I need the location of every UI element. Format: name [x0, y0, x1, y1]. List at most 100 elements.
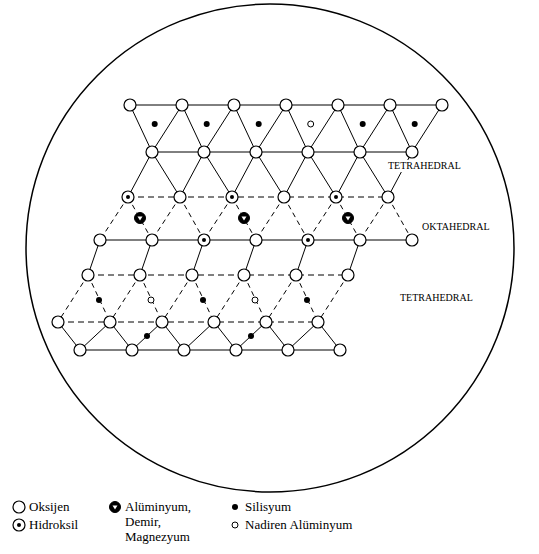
bond-line — [360, 197, 388, 240]
bond-line — [80, 350, 340, 351]
bond-line — [266, 275, 296, 322]
oxygen-atom — [312, 316, 324, 328]
bond-line — [58, 322, 318, 323]
bond-line — [128, 197, 152, 240]
legend-text: Hidroksil — [29, 517, 78, 532]
oxygen-atom — [52, 316, 64, 328]
bond-line — [152, 152, 180, 197]
oxygen-atom — [156, 316, 168, 328]
oxygen-atom — [178, 344, 190, 356]
bond-line — [256, 105, 286, 152]
hydroxyl-atom — [13, 519, 25, 531]
oxygen-atom — [278, 191, 290, 203]
legend-text: Alüminyum, Demir, Magnezyum — [125, 499, 205, 544]
bond-line — [100, 197, 128, 240]
bond-line — [244, 275, 266, 322]
bond-line — [214, 275, 244, 322]
oxygen-atom — [186, 269, 198, 281]
oxygen-atom — [282, 344, 294, 356]
hydroxyl-dot — [334, 195, 338, 199]
octahedral-cation-mark — [113, 506, 118, 510]
hydroxyl-dot — [230, 195, 234, 199]
bond-line — [286, 105, 308, 152]
silicon-atom — [360, 121, 366, 127]
oxygen-atom — [384, 99, 396, 111]
oxygen-atom — [238, 269, 250, 281]
oxygen-atom — [13, 501, 25, 513]
layer-label: OKTAHEDRAL — [420, 221, 492, 233]
bond-line — [204, 105, 234, 152]
magnifier-circle — [26, 4, 514, 492]
bond-line — [140, 275, 162, 322]
bond-line — [152, 197, 180, 240]
bond-line — [256, 152, 284, 197]
layer-label: TETRAHEDRAL — [386, 160, 463, 172]
bond-line — [128, 152, 152, 197]
oxygen-atom — [354, 234, 366, 246]
oxygen-atom — [176, 99, 188, 111]
oxygen-atom — [290, 269, 302, 281]
oxygen-atom — [382, 191, 394, 203]
rare-aluminium-atom — [148, 297, 154, 303]
bond-line — [110, 275, 140, 322]
silicon-atom — [304, 297, 310, 303]
oxygen-atom — [126, 344, 138, 356]
silicon-atom — [232, 504, 238, 510]
bond-line — [130, 105, 152, 152]
silicon-atom — [152, 121, 158, 127]
octahedral-cation-mark — [242, 217, 247, 221]
bond-line — [388, 152, 412, 197]
legend-item: Alüminyum, Demir, Magnezyum — [108, 499, 205, 544]
oxygen-atom — [82, 269, 94, 281]
bond-line — [234, 105, 256, 152]
oxygen-atom — [342, 269, 354, 281]
octahedral-cation — [135, 213, 146, 224]
oxygen-atom — [354, 146, 366, 158]
octahedral-cation-mark — [346, 217, 351, 221]
bond-line — [162, 275, 192, 322]
silicon-atom — [144, 333, 150, 339]
bond-line — [192, 275, 214, 322]
legend-swatch — [228, 499, 242, 514]
silicon-atom — [200, 297, 206, 303]
bond-line — [308, 152, 336, 197]
bond-line — [284, 152, 308, 197]
hydroxyl-atom — [302, 234, 314, 246]
bond-line — [256, 197, 284, 240]
oxygen-atom — [94, 234, 106, 246]
bond-line — [204, 197, 232, 240]
oxygen-atom — [436, 99, 448, 111]
octahedral-cation — [343, 213, 354, 224]
bond-line — [88, 275, 110, 322]
legend-swatch — [228, 517, 242, 532]
oxygen-atom — [198, 146, 210, 158]
bond-line — [412, 105, 442, 152]
bond-line — [182, 105, 204, 152]
hydroxyl-dot — [126, 195, 130, 199]
legend-text: Oksijen — [29, 499, 69, 514]
oxygen-atom — [302, 146, 314, 158]
bond-line — [296, 275, 318, 322]
layer-label: TETRAHEDRAL — [398, 292, 475, 304]
legend-item: Silisyum — [228, 499, 291, 514]
bond-line — [360, 152, 388, 197]
oxygen-atom — [74, 344, 86, 356]
oxygen-atom — [104, 316, 116, 328]
oxygen-atom — [250, 146, 262, 158]
bond-line — [88, 275, 348, 276]
atoms — [52, 99, 448, 356]
bond-line — [58, 275, 88, 322]
legend-swatch — [12, 499, 26, 514]
legend-item: Oksijen — [12, 499, 69, 514]
silicon-atom — [96, 297, 102, 303]
oxygen-atom — [134, 269, 146, 281]
legend-swatch — [12, 517, 26, 532]
bond-line — [232, 197, 256, 240]
hydroxyl-atom — [226, 191, 238, 203]
oxygen-atom — [250, 234, 262, 246]
bond-line — [336, 152, 360, 197]
octahedral-cation — [239, 213, 250, 224]
oxygen-atom — [124, 99, 136, 111]
